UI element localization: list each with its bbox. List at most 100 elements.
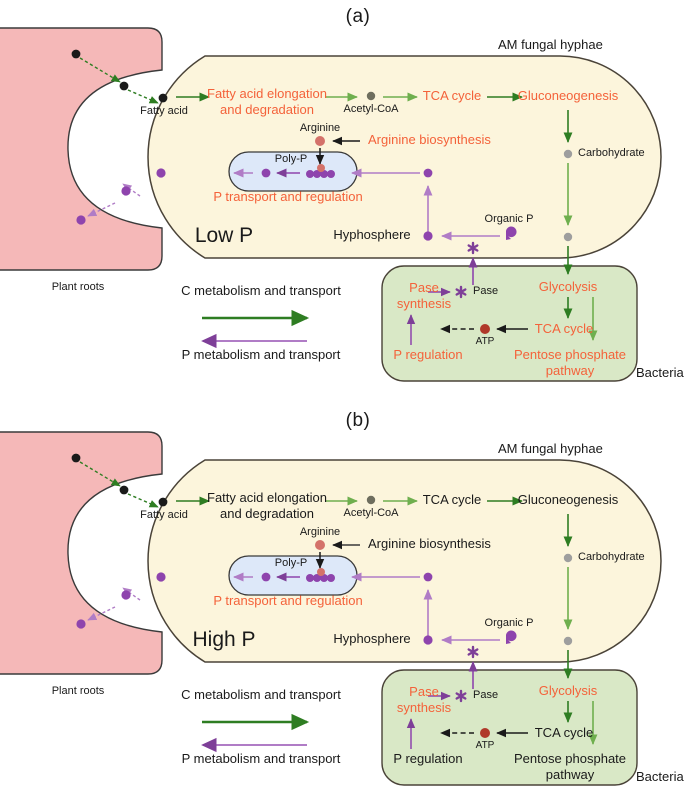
legend-phosphorus-label-b: P metabolism and transport [181,751,341,766]
p-dot-hypha-edge-a [156,168,166,178]
hyphosphere-p-dot-a [423,231,433,241]
atp-label-a: ATP [475,336,495,347]
carbon-transfer-dotted-1-b [79,461,121,487]
carbon-dot-a-2 [119,81,129,91]
bacteria-tca-label-b: TCA cycle [534,725,594,740]
p-dot-b-3 [76,619,86,629]
acetyl-coa-label-a: Acetyl-CoA [343,103,399,115]
carbohydrate-dot-b [563,553,573,563]
plant-root-shape-a [0,27,163,271]
fae-line2: and degradation [220,102,314,118]
plant-roots-label-a: Plant roots [51,281,105,293]
condition-label-a: Low P [194,224,254,247]
carbon-transfer-dotted-2-a [127,89,159,104]
pase-syn-line2: synthesis [396,295,452,311]
panel-a-shapes [0,27,662,382]
fatty-acid-elongation-label-a: Fatty acid elongation and degradation [207,86,327,119]
condition-label-b: High P [192,628,256,651]
p-regulation-label-a: P regulation [393,347,463,362]
p-dot-hypha-edge-b [156,572,166,582]
panel-b-title: (b) [345,410,371,431]
acetyl-coa-label-b: Acetyl-CoA [343,507,399,519]
fatty-acid-elongation-label-b: Fatty acid elongation and degradation [207,490,327,523]
polyp-free-dot-b [261,572,271,582]
polyp-granule-b-4 [327,574,335,582]
poly-p-label-a: Poly-P [274,153,308,165]
plant-roots-label-b: Plant roots [51,685,105,697]
arginine-label-b: Arginine [299,526,341,538]
carbohydrate-label-a: Carbohydrate [578,147,645,159]
carbon-transfer-dotted-1-a [79,57,121,83]
plant-root-shape-b [0,431,163,675]
legend-carbon-label-b: C metabolism and transport [181,687,341,702]
fae-line2: and degradation [220,506,314,522]
atp-dot-b [480,728,490,738]
am-fungal-hyphae-shape-a [147,55,662,259]
p-regulation-label-b: P regulation [393,751,463,766]
legend-carbon-label-a: C metabolism and transport [181,283,341,298]
acetyl-coa-dot-a [366,91,376,101]
atp-dot-a [480,324,490,334]
carbohydrate-label-b: Carbohydrate [578,551,645,563]
legend-arrows-b [201,713,310,753]
am-fungal-hyphae-label-a: AM fungal hyphae [498,37,603,52]
ppp-line1: Pentose phosphate [513,347,627,362]
acetyl-coa-dot-b [366,495,376,505]
polyp-granule-a-1 [306,170,314,178]
tca-cycle-label-a: TCA cycle [422,88,482,103]
pase-label-b: Pase [473,689,499,701]
carbohydrate-dot-a [563,149,573,159]
p-transport-label-a: P transport and regulation [213,189,363,204]
pase-label-a: Pase [473,285,499,297]
pase-synthesis-label-b: Pase synthesis [397,684,451,715]
am-fungal-hyphae-label-b: AM fungal hyphae [498,441,603,456]
poly-p-label-b: Poly-P [274,557,308,569]
arginine-label-a: Arginine [299,122,341,134]
pase-synthesis-label-a: Pase synthesis [397,280,451,311]
carbohydrate-dot-hyphosphere-a [563,232,573,242]
am-fungal-hyphae-shape-b [147,459,662,663]
p-dot-a-2 [121,186,131,196]
hyphosphere-label-b: Hyphosphere [333,631,411,646]
arginine-dot-a [315,136,325,146]
carbon-dot-a-1 [71,49,81,59]
legend-arrows-a [201,309,310,349]
polyp-granule-a-2 [313,170,321,178]
arginine-biosynthesis-label-b: Arginine biosynthesis [368,536,491,551]
fatty-acid-dot-b [158,497,168,507]
pase-syn-line2: synthesis [396,699,452,715]
p-dot-b-2 [121,590,131,600]
polyp-granule-a-4 [327,170,335,178]
polyp-free-dot-a [261,168,271,178]
ppp-line2: pathway [545,766,595,782]
carbon-dot-b-1 [71,453,81,463]
polyp-granule-a-3 [320,170,328,178]
organic-p-blob-a [506,226,517,240]
p-transport-label-b: P transport and regulation [213,593,363,608]
fatty-acid-dot-a [158,93,168,103]
ppp-line1: Pentose phosphate [513,751,627,766]
organic-p-label-b: Organic P [484,617,534,629]
glycolysis-label-b: Glycolysis [538,683,598,698]
fatty-acid-label-b: Fatty acid [140,509,188,521]
tca-cycle-label-b: TCA cycle [422,492,482,507]
carbon-dot-b-2 [119,485,129,495]
polyp-granule-b-1 [306,574,314,582]
atp-label-b: ATP [475,740,495,751]
bacteria-label-a: Bacteria [636,365,684,380]
polyp-granule-b-2 [313,574,321,582]
p-dot-hypha-b [423,572,433,582]
organic-p-label-a: Organic P [484,213,534,225]
polyp-granule-b-3 [320,574,328,582]
ppp-line2: pathway [545,362,595,378]
panel-b-shapes [0,431,662,786]
arginine-biosynthesis-label-a: Arginine biosynthesis [368,132,491,147]
organic-p-blob-b [506,630,517,644]
pentose-phosphate-label-a: Pentose phosphate pathway [514,347,626,378]
bacteria-label-b: Bacteria [636,769,684,784]
p-dot-a-3 [76,215,86,225]
p-transfer-dotted-1-b [122,587,141,601]
pase-syn-line1: Pase [409,684,439,699]
